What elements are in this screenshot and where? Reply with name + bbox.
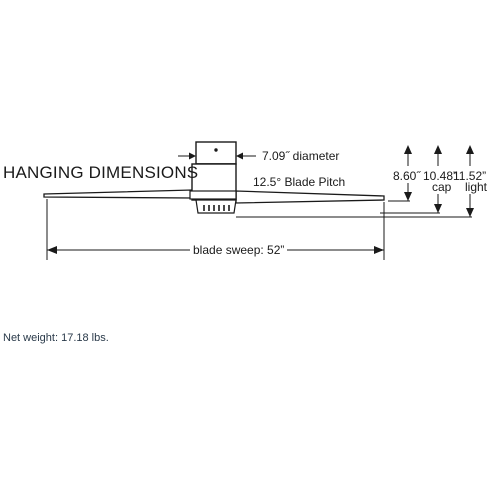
blade-bracket [189, 190, 237, 200]
height-11-52-label: 11.52” [453, 169, 487, 183]
canopy-cap [195, 141, 237, 165]
hanging-dimensions-title: HANGING DIMENSIONS [3, 163, 199, 182]
height-extension-lines [236, 200, 472, 218]
right-blade [235, 190, 385, 204]
height-arrows [404, 145, 474, 217]
height-10-48-label: 10.48” [423, 169, 458, 183]
blade-sweep-label: blade sweep: 52” [190, 244, 288, 257]
diameter-arrows [178, 152, 256, 160]
blade-pitch-label: 12.5° Blade Pitch [253, 175, 346, 189]
light-kit [195, 199, 237, 214]
light-vents [203, 205, 230, 211]
net-weight-note: Net weight: 17.18 lbs. [3, 332, 109, 344]
canopy-screw [214, 148, 218, 152]
left-blade [43, 189, 193, 199]
height-8-60-label: 8.60˝ [393, 169, 421, 183]
light-label: light [465, 180, 488, 194]
diameter-label: 7.09˝ diameter [262, 149, 340, 163]
cap-label: cap [432, 180, 452, 194]
